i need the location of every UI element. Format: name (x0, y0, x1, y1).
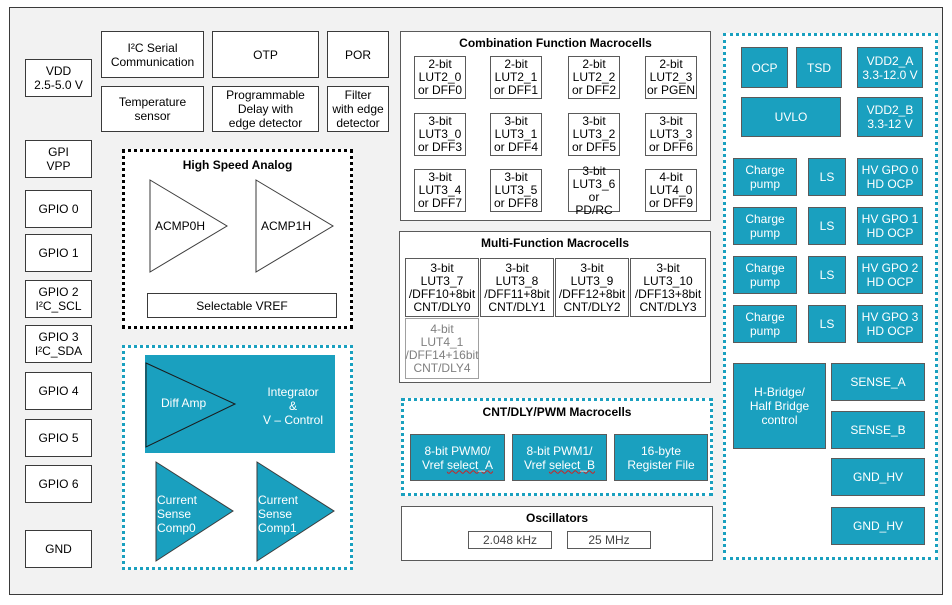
current-sense-analog-block: Diff Amp Integrator & V – Control Curren… (122, 345, 353, 570)
pwm1-line2: Vref select_B (524, 458, 595, 472)
uvlo-block: UVLO (741, 97, 841, 137)
pwm1-line1: 8-bit PWM1/ (526, 443, 593, 458)
oscillators-panel: Oscillators 2.048 kHz 25 MHz (401, 506, 713, 561)
acmp0h-label: ACMP0H (155, 219, 206, 233)
pin-gnd: GND (25, 530, 92, 568)
pwm0-vref-select-a: 8-bit PWM0/ Vref select_A (410, 434, 505, 481)
programmable-delay-block: Programmable Delay with edge detector (212, 86, 319, 132)
sense-a-pin: SENSE_A (831, 363, 925, 401)
current-sense-comp0-label: Current Sense Comp0 (157, 493, 198, 535)
acmp0h-comparator (149, 179, 228, 273)
multi-function-title: Multi-Function Macrocells (480, 236, 629, 250)
pwm1-vref-text: Vref (524, 457, 549, 472)
charge-pump-2: Charge pump (733, 256, 797, 294)
otp-block: OTP (212, 31, 319, 78)
pwm0-select-text: select_A (446, 457, 493, 472)
filter-block: Filter with edge detector (327, 86, 389, 132)
level-shifter-2: LS (808, 256, 846, 294)
acmp1h-comparator (255, 179, 334, 273)
comb-cell-lut2-2: 2-bit LUT2_2 or DFF2 (568, 56, 620, 99)
pwm1-select-text: select_B (548, 457, 595, 472)
pin-gpi: GPI VPP (25, 140, 92, 178)
oscillator-25mhz: 25 MHz (567, 531, 651, 549)
register-file-block: 16-byte Register File (614, 434, 708, 481)
h-bridge-control: H-Bridge/ Half Bridge control (733, 363, 826, 449)
mf-cell-lut3-10: 3-bit LUT3_10 /DFF13+8bit CNT/DLY3 (630, 258, 706, 317)
mf-cell-lut4-1: 4-bit LUT4_1 /DFF14+16bit CNT/DLY4 (405, 318, 479, 379)
pwm0-line2: Vref select_A (422, 458, 493, 472)
comb-cell-lut2-0: 2-bit LUT2_0 or DFF0 (414, 56, 466, 99)
high-speed-analog-block: High Speed Analog ACMP0H ACMP1H Selectab… (122, 149, 353, 329)
comb-cell-lut3-3: 3-bit LUT3_3 or DFF6 (645, 113, 697, 156)
vdd2-a-pin: VDD2_A 3.3-12.0 V (857, 47, 923, 88)
current-sense-comp0-triangle (155, 461, 234, 562)
por-block: POR (327, 31, 389, 78)
pin-gpio6: GPIO 6 (25, 465, 92, 503)
tsd-block: TSD (796, 47, 842, 88)
comb-cell-lut3-4: 3-bit LUT3_4 or DFF7 (414, 169, 466, 212)
comb-cell-lut3-1: 3-bit LUT3_1 or DFF4 (490, 113, 542, 156)
comb-cell-lut4-0: 4-bit LUT4_0 or DFF9 (645, 169, 697, 212)
pin-gpio2: GPIO 2 I²C_SCL (25, 280, 92, 318)
temperature-sensor-block: Temperature sensor (101, 86, 204, 132)
sense-b-pin: SENSE_B (831, 411, 925, 449)
pin-gpio5: GPIO 5 (25, 419, 92, 457)
level-shifter-0: LS (808, 158, 846, 196)
mf-cell-lut3-9: 3-bit LUT3_9 /DFF12+8bit CNT/DLY2 (555, 258, 629, 317)
level-shifter-3: LS (808, 305, 846, 343)
multi-function-panel: Multi-Function Macrocells 3-bit LUT3_7 /… (399, 231, 711, 383)
diff-amp-label: Diff Amp (161, 396, 207, 410)
vdd2-b-pin: VDD2_B 3.3-12 V (857, 97, 923, 137)
combination-function-title: Combination Function Macrocells (459, 36, 652, 50)
hv-gpo-2: HV GPO 2 HD OCP (857, 256, 923, 294)
comb-cell-lut2-1: 2-bit LUT2_1 or DFF1 (490, 56, 542, 99)
comb-cell-lut3-0: 3-bit LUT3_0 or DFF3 (414, 113, 466, 156)
pin-gpio0: GPIO 0 (25, 190, 92, 228)
pwm1-vref-select-b: 8-bit PWM1/ Vref select_B (512, 434, 607, 481)
integrator-label: Integrator & V – Control (262, 385, 324, 427)
pwm0-vref-text: Vref (422, 457, 447, 472)
current-sense-comp1-triangle (256, 461, 335, 562)
cnt-dly-pwm-panel: CNT/DLY/PWM Macrocells 8-bit PWM0/ Vref … (401, 398, 713, 496)
charge-pump-1: Charge pump (733, 207, 797, 245)
mf-cell-lut3-8: 3-bit LUT3_8 /DFF11+8bit CNT/DLY1 (480, 258, 554, 317)
hv-gpo-3: HV GPO 3 HD OCP (857, 305, 923, 343)
mf-cell-lut3-7: 3-bit LUT3_7 /DFF10+8bit CNT/DLY0 (405, 258, 479, 317)
i2c-serial-block: I²C Serial Communication (101, 31, 204, 78)
hv-gpo-1: HV GPO 1 HD OCP (857, 207, 923, 245)
hv-gpo-0: HV GPO 0 HD OCP (857, 158, 923, 196)
pin-gpio4: GPIO 4 (25, 372, 92, 410)
charge-pump-3: Charge pump (733, 305, 797, 343)
comb-cell-lut3-5: 3-bit LUT3_5 or DFF8 (490, 169, 542, 212)
gnd-hv-pin-2: GND_HV (831, 507, 925, 545)
comb-cell-lut2-3: 2-bit LUT2_3 or PGEN (645, 56, 697, 99)
comb-cell-lut3-2: 3-bit LUT3_2 or DFF5 (568, 113, 620, 156)
charge-pump-0: Charge pump (733, 158, 797, 196)
diff-amp-triangle (145, 362, 237, 448)
current-sense-comp1-label: Current Sense Comp1 (258, 493, 299, 535)
pwm0-line1: 8-bit PWM0/ (424, 443, 491, 458)
pin-gpio3: GPIO 3 I²C_SDA (25, 325, 92, 363)
selectable-vref: Selectable VREF (147, 293, 337, 318)
ocp-block: OCP (741, 47, 788, 88)
high-speed-analog-title: High Speed Analog (182, 158, 293, 172)
acmp1h-label: ACMP1H (261, 219, 312, 233)
gnd-hv-pin-1: GND_HV (831, 458, 925, 496)
pin-vdd: VDD 2.5-5.0 V (25, 59, 92, 97)
comb-cell-lut3-6: 3-bit LUT3_6 or PD/RC (568, 164, 620, 216)
oscillators-title: Oscillators (525, 511, 589, 525)
pin-gpio1: GPIO 1 (25, 234, 92, 272)
level-shifter-1: LS (808, 207, 846, 245)
oscillator-2048khz: 2.048 kHz (468, 531, 552, 549)
combination-function-panel: Combination Function Macrocells 2-bit LU… (400, 31, 711, 221)
cnt-dly-pwm-title: CNT/DLY/PWM Macrocells (482, 405, 632, 419)
